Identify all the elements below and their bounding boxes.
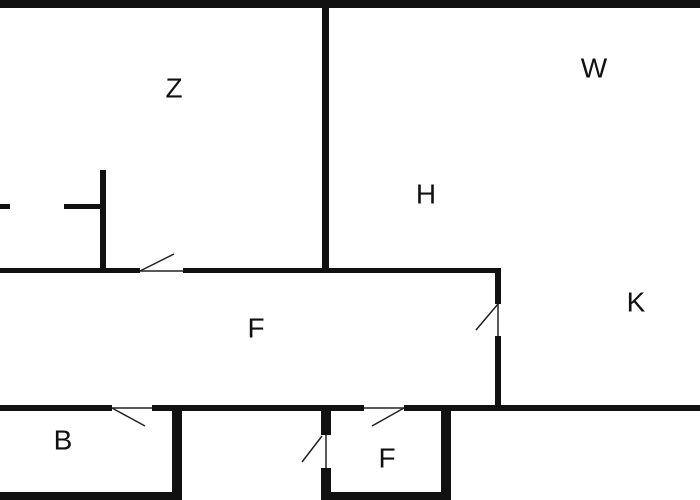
room-label-b: B — [54, 424, 73, 455]
wall-top — [0, 0, 700, 8]
wall-hall-top-right — [183, 268, 501, 273]
wall-b-right — [172, 405, 182, 500]
wall-f-left-top — [321, 405, 331, 435]
wall-bottom-f — [321, 492, 451, 500]
door-b — [111, 407, 146, 427]
door-hall-k — [475, 303, 499, 331]
wall-hall-bottom-left — [0, 405, 112, 411]
wall-z-h — [322, 0, 329, 273]
room-label-f-small: F — [378, 442, 395, 473]
wall-f-right — [441, 405, 451, 500]
wall-hall-k-top — [495, 268, 501, 304]
wall-z-stub-mid — [64, 204, 104, 209]
room-label-f-hall: F — [247, 312, 264, 343]
wall-hall-bottom-mid2 — [330, 405, 364, 411]
wall-f-left-bottom — [321, 468, 331, 500]
wall-hall-k-bottom — [495, 336, 501, 410]
room-label-k: K — [627, 286, 646, 317]
wall-hall-top-left — [0, 268, 140, 273]
wall-bottom-left — [0, 492, 182, 500]
wall-hall-bottom-right — [404, 405, 700, 411]
room-label-w: W — [581, 52, 608, 83]
wall-hall-bottom-mid1 — [152, 405, 330, 411]
room-label-z: Z — [165, 72, 182, 103]
door-z-hall — [139, 253, 175, 272]
door-f-small — [371, 407, 405, 427]
door-f-left — [301, 435, 323, 463]
wall-z-stub-left — [0, 204, 10, 209]
wall-z-closet — [100, 170, 106, 273]
room-label-h: H — [416, 178, 436, 209]
